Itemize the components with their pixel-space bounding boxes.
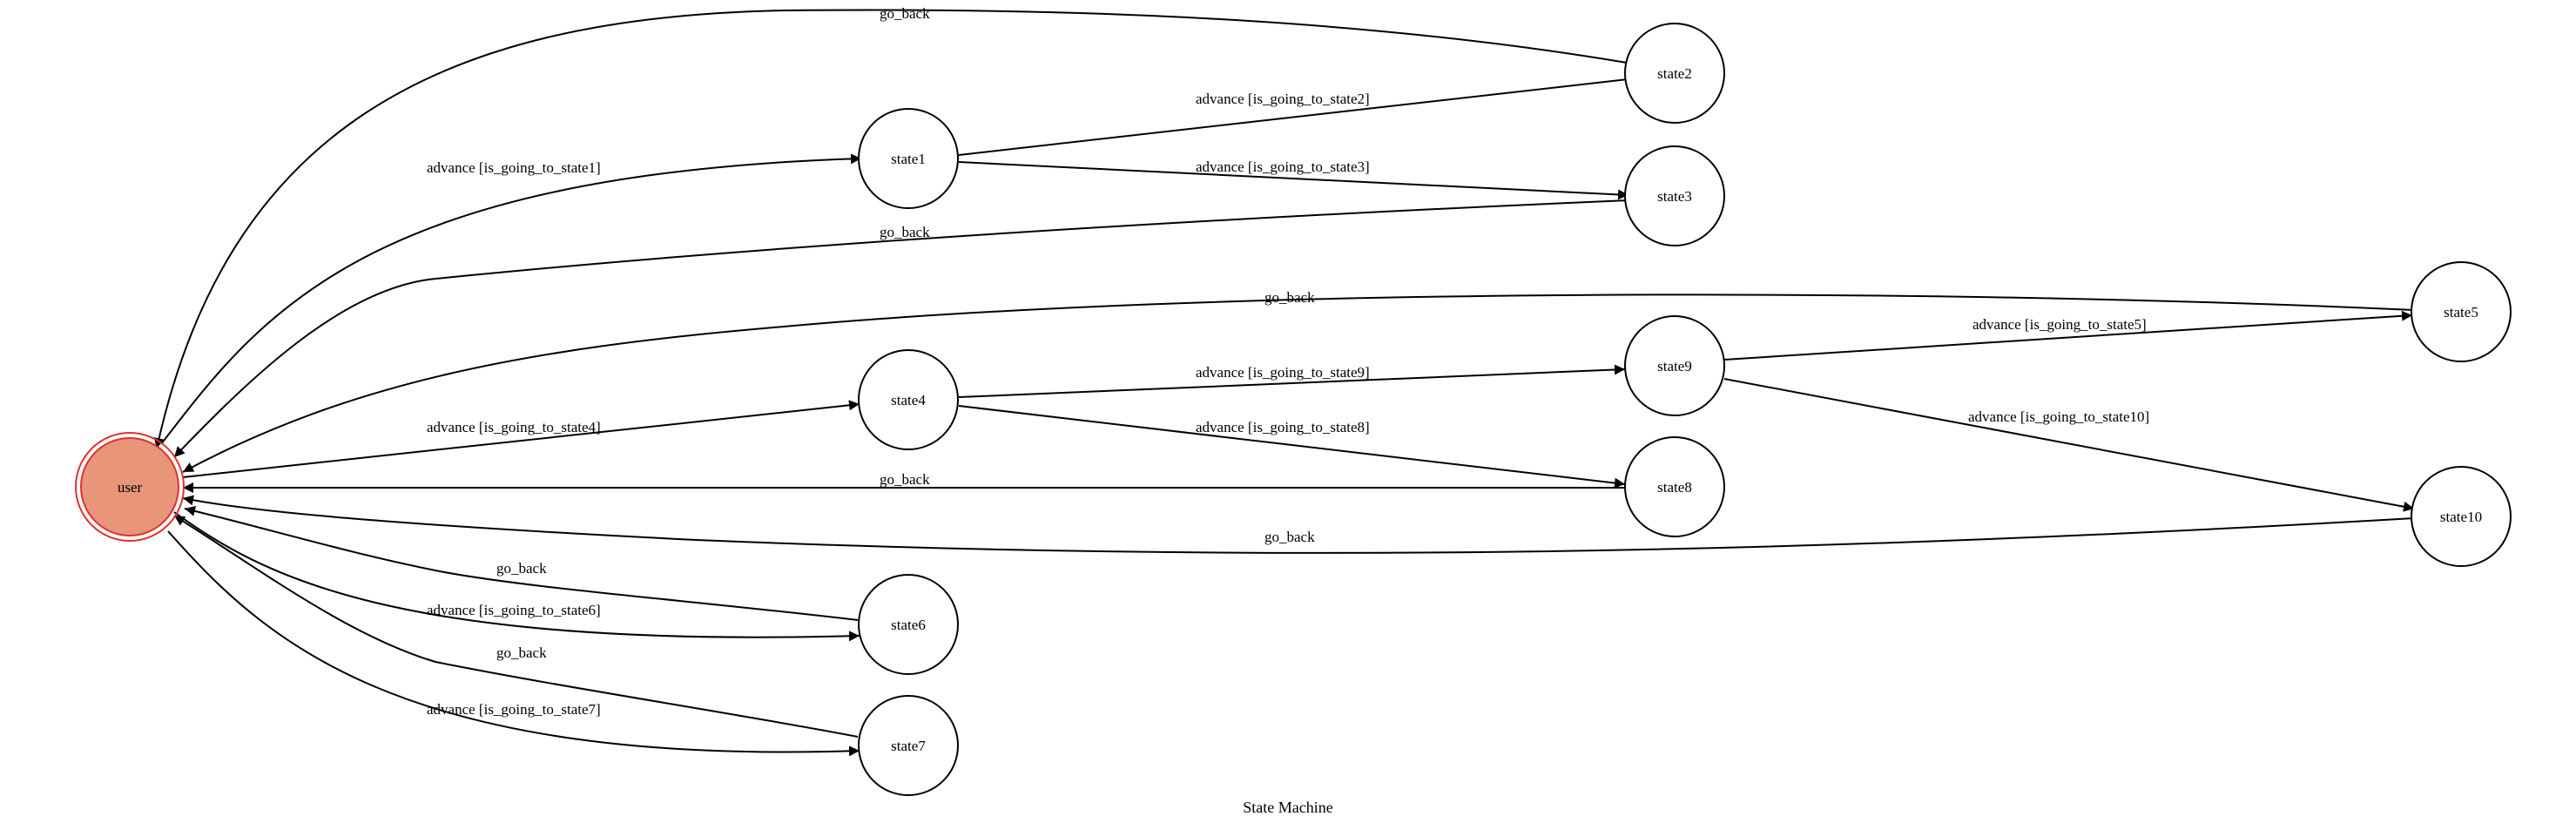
node-state2: state2 <box>1624 23 1725 124</box>
edge-state7-to-user <box>173 515 859 738</box>
node-state5: state5 <box>2411 261 2512 362</box>
edge-state1-to-state2 <box>958 74 1636 156</box>
edge-label-state4-state8: advance [is_going_to_state8] <box>1196 419 1370 435</box>
node-state6: state6 <box>858 574 959 675</box>
edge-label-state4-state9: advance [is_going_to_state9] <box>1196 364 1370 381</box>
edge-label-state9-state5: advance [is_going_to_state5] <box>1972 316 2147 333</box>
node-label-state1: state1 <box>891 151 926 167</box>
edge-state9-to-state10 <box>1723 378 2415 512</box>
node-label-state4: state4 <box>891 392 926 408</box>
edge-label-state8-user: go_back <box>880 471 930 488</box>
edge-user-to-state6 <box>173 511 860 642</box>
edge-label-state2-user: go_back <box>880 5 930 22</box>
node-label-state9: state9 <box>1657 358 1692 374</box>
node-state10: state10 <box>2411 466 2512 567</box>
node-state9: state9 <box>1624 315 1725 416</box>
edge-label-state1-state2: advance [is_going_to_state2] <box>1196 91 1370 107</box>
edge-state6-to-user <box>184 505 859 621</box>
edge-label-state7-user: go_back <box>496 644 547 661</box>
edge-user-to-state4 <box>182 400 860 478</box>
edge-state5-to-user <box>182 293 2415 473</box>
edge-user-to-state1 <box>160 153 862 445</box>
edge-label-state6-user: go_back <box>496 560 547 577</box>
edge-label-user-state4: advance [is_going_to_state4] <box>427 419 601 435</box>
node-state7: state7 <box>858 695 959 796</box>
node-label-state8: state8 <box>1657 479 1692 496</box>
node-label-state10: state10 <box>2440 509 2482 525</box>
node-state4: state4 <box>858 349 959 450</box>
edge-state4-to-state9 <box>958 364 1626 398</box>
edge-label-state10-user: go_back <box>1264 529 1315 545</box>
node-label-state5: state5 <box>2444 304 2478 320</box>
node-state1: state1 <box>858 108 959 209</box>
edge-label-user-state1: advance [is_going_to_state1] <box>427 159 601 176</box>
node-label-user: user <box>118 479 143 496</box>
edge-label-user-state6: advance [is_going_to_state6] <box>427 602 601 618</box>
edge-label-state1-state3: advance [is_going_to_state3] <box>1196 159 1370 175</box>
edge-state4-to-state8 <box>958 405 1626 489</box>
edge-label-state9-state10: advance [is_going_to_state10] <box>1968 408 2149 425</box>
diagram-caption: State Machine <box>1243 799 1332 816</box>
edge-state10-to-user <box>182 495 2415 554</box>
node-label-state7: state7 <box>891 738 926 754</box>
node-state3: state3 <box>1624 145 1725 246</box>
edge-label-state5-user: go_back <box>1264 289 1315 306</box>
node-label-state6: state6 <box>891 617 926 633</box>
edge-label-state3-user: go_back <box>880 224 930 240</box>
edge-user-to-state7 <box>167 530 860 757</box>
edge-state1-to-state3 <box>958 161 1629 200</box>
edge-state3-to-user <box>173 199 1629 458</box>
node-label-state3: state3 <box>1657 188 1692 205</box>
edge-state2-to-user <box>153 9 1628 449</box>
node-label-state2: state2 <box>1657 65 1692 82</box>
node-user: user <box>75 432 185 542</box>
edge-state9-to-state5 <box>1723 310 2413 361</box>
node-state8: state8 <box>1624 436 1725 537</box>
edge-label-user-state7: advance [is_going_to_state7] <box>427 701 601 718</box>
